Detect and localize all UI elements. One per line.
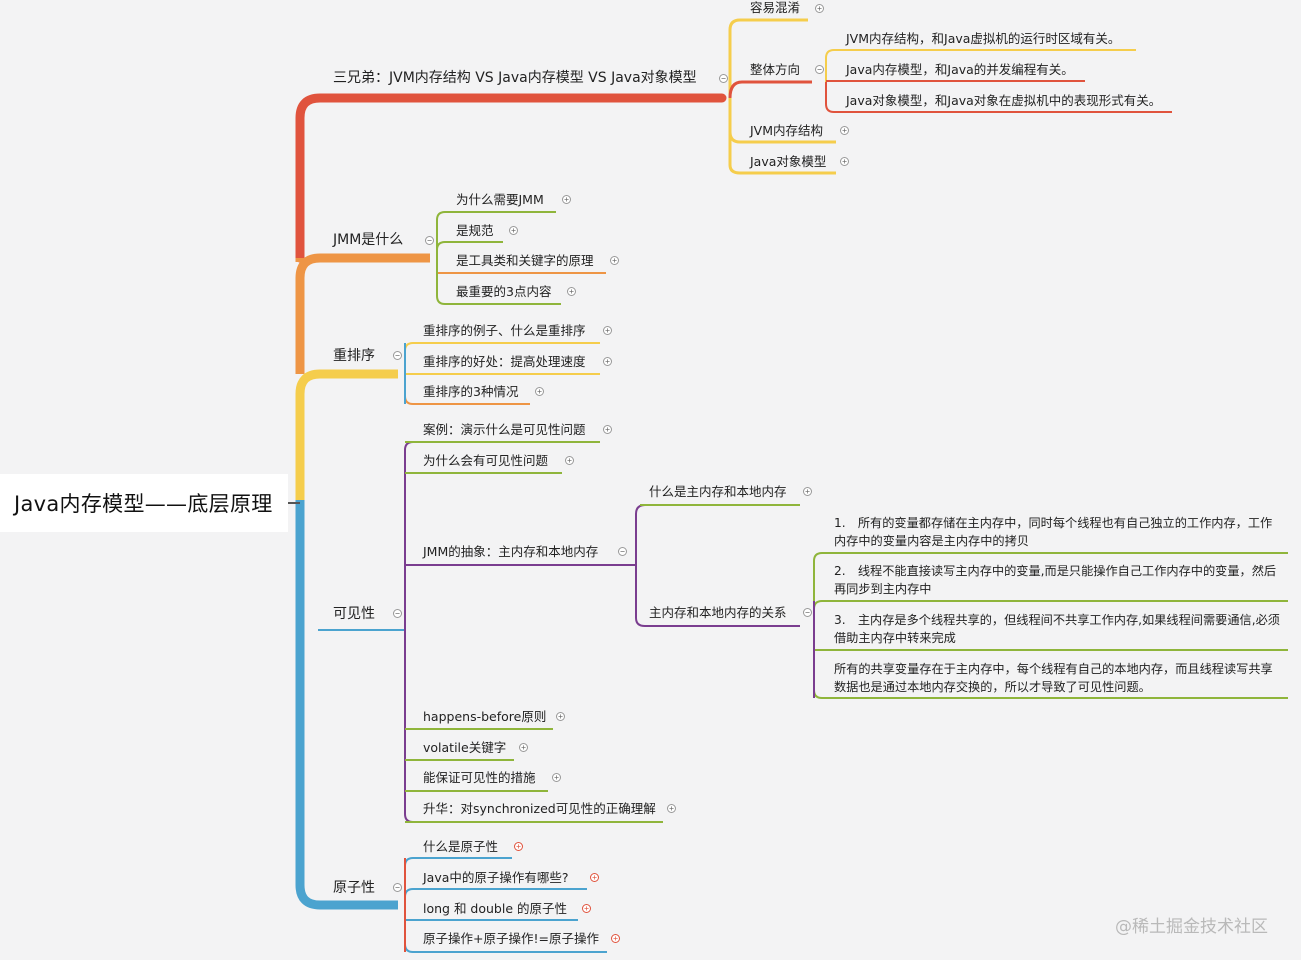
node-happens-before[interactable]: happens-before原则 [423, 709, 547, 724]
expand-toggle-icon[interactable]: + [514, 842, 523, 851]
node-overall-direction[interactable]: 整体方向 [750, 62, 801, 77]
branch-reordering[interactable]: 重排序 [333, 348, 375, 364]
node-why-visibility-issue[interactable]: 为什么会有可见性问题 [423, 453, 549, 468]
expand-toggle-icon[interactable]: + [603, 425, 612, 434]
node-jmm-desc[interactable]: Java内存模型，和Java的并发编程有关。 [846, 62, 1074, 77]
wire-b4-trunk-top [404, 441, 600, 630]
expand-toggle-icon[interactable]: + [562, 195, 571, 204]
node-synchronized-visibility[interactable]: 升华：对synchronized可见性的正确理解 [423, 801, 656, 816]
wire-b1-c1 [728, 18, 808, 98]
node-visibility-case[interactable]: 案例：演示什么是可见性问题 [423, 422, 586, 437]
collapse-toggle-icon[interactable]: − [815, 65, 824, 74]
watermark: @稀土掘金技术社区 [1115, 917, 1268, 937]
node-tool-keyword-principle[interactable]: 是工具类和关键字的原理 [456, 253, 594, 268]
wire-b2-i2 [436, 241, 503, 258]
node-java-atomic-ops[interactable]: Java中的原子操作有哪些? [423, 870, 569, 885]
expand-toggle-icon[interactable]: + [565, 456, 574, 465]
node-jmm-abstraction[interactable]: JMM的抽象：主内存和本地内存 [423, 544, 599, 559]
collapse-toggle-icon[interactable]: − [393, 609, 402, 618]
node-java-object-model[interactable]: Java对象模型 [750, 154, 827, 169]
expand-toggle-icon[interactable]: + [840, 157, 849, 166]
node-what-main-local-memory[interactable]: 什么是主内存和本地内存 [649, 484, 787, 499]
node-visibility-measures[interactable]: 能保证可见性的措施 [423, 770, 536, 785]
note-4[interactable]: 所有的共享变量存在于主内存中，每个线程有自己的本地内存，而且线程读写共享数据也是… [834, 662, 1273, 694]
node-long-double-atomicity[interactable]: long 和 double 的原子性 [423, 901, 568, 916]
collapse-toggle-icon[interactable]: − [618, 547, 627, 556]
expand-toggle-icon[interactable]: + [803, 487, 812, 496]
expand-toggle-icon[interactable]: + [603, 357, 612, 366]
wire-note-1 [813, 552, 1288, 626]
node-volatile[interactable]: volatile关键字 [423, 740, 507, 755]
branch-visibility[interactable]: 可见性 [333, 606, 375, 622]
wire-b4-trunk-bottom [404, 630, 663, 823]
expand-toggle-icon[interactable]: + [556, 712, 565, 721]
note-1[interactable]: 1. 所有的变量都存储在主内存中，同时每个线程也有自己独立的工作内存，工作内存中… [834, 516, 1273, 548]
expand-toggle-icon[interactable]: + [603, 326, 612, 335]
expand-toggle-icon[interactable]: + [815, 4, 824, 13]
node-main-local-relation[interactable]: 主内存和本地内存的关系 [649, 605, 787, 620]
wire-b1-c2-i3 [825, 82, 1172, 113]
spine-blue [295, 500, 398, 910]
wire-abs-c1 [628, 504, 800, 566]
note-2[interactable]: 2. 线程不能直接读写主内存中的变量,而是只能操作自己工作内存中的变量，然后再同… [834, 564, 1277, 596]
expand-toggle-icon[interactable]: + [582, 904, 591, 913]
node-is-spec[interactable]: 是规范 [456, 223, 494, 238]
collapse-toggle-icon[interactable]: − [803, 608, 812, 617]
branch-what-is-jmm[interactable]: JMM是什么 [333, 232, 404, 248]
note-3[interactable]: 3. 主内存是多个线程共享的，但线程间不共享工作内存,如果线程间需要通信,必须借… [834, 613, 1280, 645]
node-jvm-structure[interactable]: JVM内存结构 [750, 123, 824, 138]
spine-yellow [295, 369, 398, 500]
node-object-model-desc[interactable]: Java对象模型，和Java对象在虚拟机中的表现形式有关。 [846, 93, 1162, 108]
collapse-toggle-icon[interactable]: − [393, 351, 402, 360]
expand-toggle-icon[interactable]: + [509, 226, 518, 235]
branch-three-brothers[interactable]: 三兄弟：JVM内存结构 VS Java内存模型 VS Java对象模型 [333, 70, 697, 86]
wire-b2-i1 [436, 211, 556, 258]
wire-b1-c2-i1 [825, 49, 1136, 82]
wire-b1-c2 [728, 80, 812, 99]
node-what-is-atomicity[interactable]: 什么是原子性 [423, 839, 499, 854]
node-atomic-plus-atomic[interactable]: 原子操作+原子操作!=原子操作 [423, 931, 599, 946]
wire-abs-c2 [635, 565, 800, 627]
expand-toggle-icon[interactable]: + [610, 256, 619, 265]
wire-b2-i4 [436, 258, 561, 305]
expand-toggle-icon[interactable]: + [611, 934, 620, 943]
expand-toggle-icon[interactable]: + [535, 387, 544, 396]
node-jvm-structure-desc[interactable]: JVM内存结构，和Java虚拟机的运行时区域有关。 [846, 31, 1121, 46]
root-topic[interactable]: Java内存模型——底层原理 [0, 474, 288, 532]
expand-toggle-icon[interactable]: + [840, 126, 849, 135]
collapse-toggle-icon[interactable]: − [719, 74, 728, 83]
expand-toggle-icon[interactable]: + [567, 287, 576, 296]
node-reorder-three-cases[interactable]: 重排序的3种情况 [423, 384, 519, 399]
expand-toggle-icon[interactable]: + [590, 873, 599, 882]
collapse-toggle-icon[interactable]: − [393, 883, 402, 892]
wire-b1-c4 [728, 98, 836, 175]
node-reorder-example[interactable]: 重排序的例子、什么是重排序 [423, 323, 586, 338]
node-three-key-points[interactable]: 最重要的3点内容 [456, 284, 552, 299]
node-easy-confuse[interactable]: 容易混淆 [750, 0, 801, 15]
branch-atomicity[interactable]: 原子性 [333, 880, 375, 896]
expand-toggle-icon[interactable]: + [667, 804, 676, 813]
expand-toggle-icon[interactable]: + [552, 773, 561, 782]
node-reorder-benefit[interactable]: 重排序的好处：提高处理速度 [423, 354, 586, 369]
spine-red [295, 93, 727, 263]
expand-toggle-icon[interactable]: + [519, 743, 528, 752]
collapse-toggle-icon[interactable]: − [425, 236, 434, 245]
node-why-jmm[interactable]: 为什么需要JMM [456, 192, 544, 207]
